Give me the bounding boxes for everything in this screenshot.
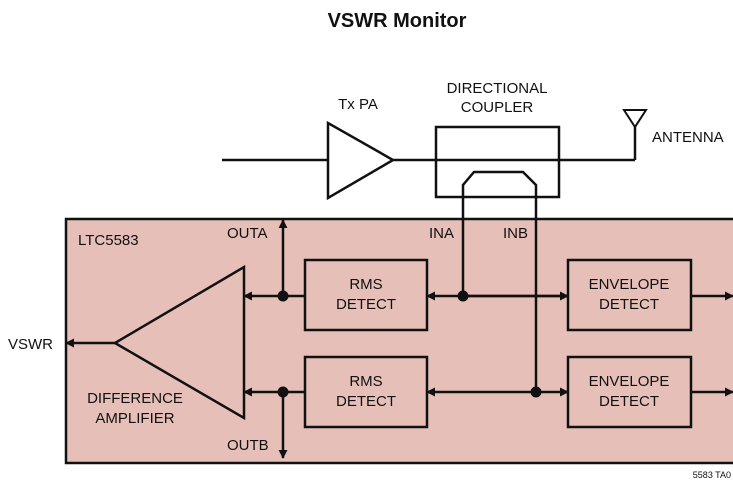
- antenna-icon: [622, 109, 648, 129]
- tx-pa-amplifier: [326, 120, 396, 201]
- junction-inb: [530, 386, 542, 398]
- envelope-detect-bottom-line2: DETECT: [599, 393, 659, 410]
- chip-label: LTC5583: [78, 232, 139, 249]
- envelope-detect-bottom-line1: ENVELOPE: [589, 373, 670, 390]
- rms-detect-top-line2: DETECT: [336, 296, 396, 313]
- envelope-detect-top-line1: ENVELOPE: [589, 276, 670, 293]
- envelope-detect-bottom: [566, 355, 693, 429]
- coupler-label-line2: COUPLER: [461, 99, 534, 116]
- envelope-detect-top-line2: DETECT: [599, 296, 659, 313]
- outa-label: OUTA: [227, 225, 268, 242]
- diagram-title: VSWR Monitor: [328, 10, 467, 32]
- figure-id: 5583 TA0: [693, 470, 731, 480]
- ina-label: INA: [429, 225, 454, 242]
- outb-label: OUTB: [227, 437, 269, 454]
- rms-detect-bottom: [303, 355, 429, 429]
- rms-detect-top-line1: RMS: [349, 276, 382, 293]
- directional-coupler: [434, 125, 561, 199]
- difference-amplifier: [112, 264, 246, 421]
- difference-amplifier-line2: AMPLIFIER: [95, 410, 174, 427]
- junction-ina: [457, 290, 469, 302]
- inb-label: INB: [503, 225, 528, 242]
- rms-detect-top: [303, 258, 429, 332]
- envelope-detect-top: [566, 258, 693, 332]
- rms-detect-bottom-line2: DETECT: [336, 393, 396, 410]
- vswr-label: VSWR: [8, 336, 53, 353]
- coupler-label-line1: DIRECTIONAL: [447, 80, 548, 97]
- difference-amplifier-line1: DIFFERENCE: [87, 390, 183, 407]
- tx-pa-label: Tx PA: [338, 96, 378, 113]
- rms-detect-bottom-line1: RMS: [349, 373, 382, 390]
- antenna-label: ANTENNA: [652, 129, 724, 146]
- coupler-coupled-line: [461, 170, 538, 225]
